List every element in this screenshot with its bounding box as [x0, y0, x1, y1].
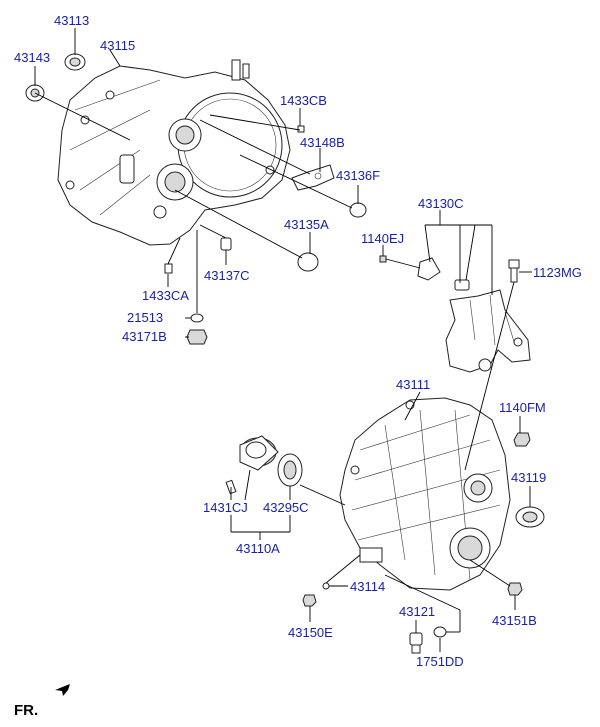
bolt-1123MG: [508, 259, 520, 283]
plug-43137C: [220, 237, 232, 251]
label-43110A: 43110A: [236, 541, 280, 556]
label-43295C: 43295C: [263, 500, 309, 515]
bolt-43114: [322, 582, 330, 590]
label-43111: 43111: [396, 377, 430, 392]
label-43143: 43143: [14, 50, 50, 65]
label-43114: 43114: [350, 579, 385, 594]
label-43119: 43119: [511, 470, 546, 485]
bolt-1140FM: [513, 432, 531, 447]
label-1431CJ: 1431CJ: [203, 500, 248, 515]
bearing-43110A: [239, 435, 279, 471]
bracket-assembly-43130C: [417, 257, 531, 373]
bolt-43150E: [302, 594, 317, 607]
label-1433CB: 1433CB: [280, 93, 327, 108]
label-43136F: 43136F: [336, 168, 380, 183]
label-1140FM: 1140FM: [499, 400, 546, 415]
label-1751DD: 1751DD: [416, 654, 464, 669]
label-43151B: 43151B: [492, 613, 537, 628]
leader-lines: [34, 28, 532, 652]
front-arrow-icon: [55, 684, 70, 696]
label-43137C: 43137C: [204, 268, 250, 283]
label-43135A: 43135A: [284, 217, 329, 232]
label-1140EJ: 1140EJ: [361, 231, 404, 246]
transaxle-case-43111: [339, 397, 511, 591]
label-43150E: 43150E: [288, 625, 333, 640]
bolt-43151B: [507, 582, 523, 596]
bolt-1140EJ: [379, 255, 421, 269]
label-43115: 43115: [100, 38, 135, 53]
bearing-43295C: [277, 453, 303, 487]
label-43113: 43113: [54, 13, 89, 28]
oil-seal-43113: [64, 53, 86, 71]
label-21513: 21513: [127, 310, 163, 325]
fr-label: FR.: [14, 702, 38, 719]
plug-43121: [409, 632, 423, 654]
label-43148B: 43148B: [300, 135, 345, 150]
plug-1433CB: [297, 125, 305, 133]
label-43130C: 43130C: [418, 196, 464, 211]
label-1433CA: 1433CA: [142, 288, 189, 303]
oil-seal-43119: [515, 506, 545, 528]
label-43121: 43121: [399, 604, 435, 619]
plug-43171B: [186, 329, 208, 345]
label-1123MG: 1123MG: [533, 265, 582, 280]
gasket-1751DD: [433, 626, 447, 638]
plate-43136F: [349, 202, 367, 218]
clutch-housing-43115: [57, 59, 291, 246]
bracket-43148B: [291, 164, 335, 191]
magnet-43135A: [297, 252, 319, 272]
label-43171B: 43171B: [122, 329, 167, 344]
gasket-21513: [190, 313, 204, 323]
pin-1433CA: [164, 263, 173, 274]
